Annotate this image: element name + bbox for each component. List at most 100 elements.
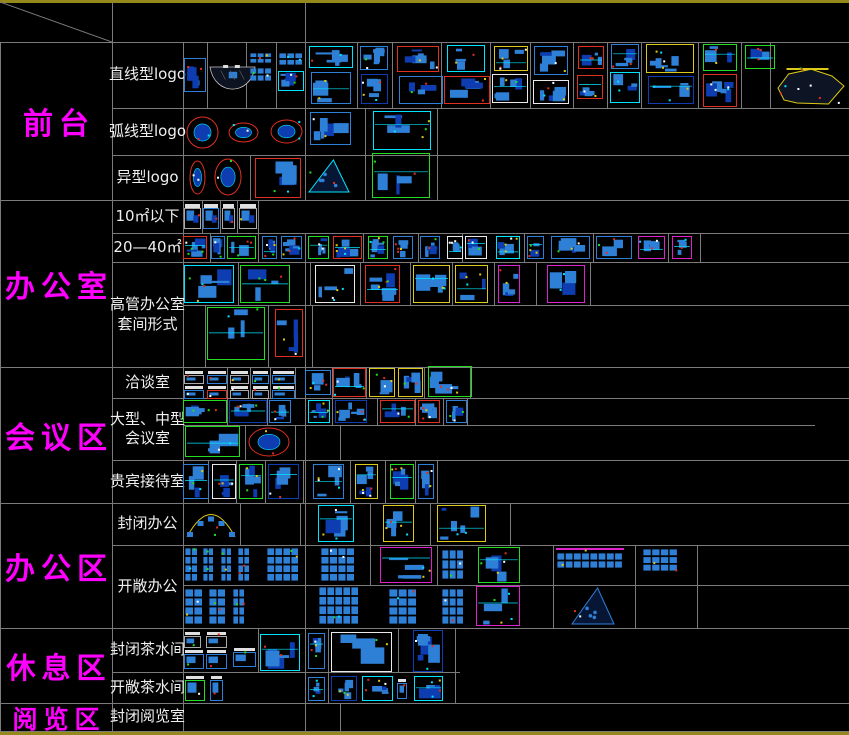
cad-thumbnail-plan[interactable] xyxy=(212,464,236,499)
cad-thumbnail-plan[interactable] xyxy=(308,236,329,259)
cad-thumbnail-plan[interactable] xyxy=(335,400,367,423)
cad-thumbnail-plan[interactable] xyxy=(331,676,357,701)
cad-thumbnail-plan[interactable] xyxy=(455,265,488,303)
cad-thumbnail-desk[interactable] xyxy=(232,588,246,626)
cad-thumbnail-plan[interactable] xyxy=(185,426,240,457)
cad-thumbnail-plan[interactable] xyxy=(372,153,430,198)
cad-thumbnail-desk[interactable] xyxy=(208,588,227,626)
cad-thumbnail-plan[interactable] xyxy=(183,464,209,499)
cad-thumbnail-mini[interactable] xyxy=(272,369,295,384)
cad-thumbnail-round[interactable] xyxy=(270,119,303,144)
cad-thumbnail-desk[interactable] xyxy=(184,588,204,626)
cad-thumbnail-mini[interactable] xyxy=(207,369,227,384)
cad-thumbnail-arc[interactable] xyxy=(184,505,238,542)
cad-thumbnail-round[interactable] xyxy=(186,116,219,149)
cad-thumbnail-plan[interactable] xyxy=(496,236,520,259)
cad-thumbnail-plan[interactable] xyxy=(369,368,395,397)
cad-thumbnail-plan[interactable] xyxy=(211,236,225,259)
cad-thumbnail-plan[interactable] xyxy=(183,400,227,423)
cad-thumbnail-tri[interactable] xyxy=(570,586,616,626)
cad-thumbnail-plan[interactable] xyxy=(418,400,440,423)
cad-thumbnail-plan[interactable] xyxy=(478,547,520,583)
cad-thumbnail-mini[interactable] xyxy=(207,384,227,399)
cad-thumbnail-plan[interactable] xyxy=(383,505,414,542)
cad-thumbnail-plan[interactable] xyxy=(437,505,486,542)
cad-thumbnail-plan[interactable] xyxy=(262,236,277,259)
cad-thumbnail-wide[interactable] xyxy=(776,66,846,106)
cad-thumbnail-plan[interactable] xyxy=(390,464,414,499)
cad-thumbnail-mini[interactable] xyxy=(210,676,223,701)
cad-thumbnail-plan[interactable] xyxy=(184,58,206,92)
cad-thumbnail-plan[interactable] xyxy=(399,76,443,104)
cad-thumbnail-plan[interactable] xyxy=(308,400,330,423)
cad-thumbnail-mini[interactable] xyxy=(272,384,295,399)
cad-thumbnail-plan[interactable] xyxy=(275,309,303,357)
cad-thumbnail-plan[interactable] xyxy=(398,368,423,397)
cad-thumbnail-minioffice[interactable] xyxy=(239,204,257,229)
cad-thumbnail-plan[interactable] xyxy=(534,46,568,75)
cad-thumbnail-plan[interactable] xyxy=(447,45,485,72)
cad-thumbnail-plan[interactable] xyxy=(577,75,603,99)
cad-thumbnail-plan[interactable] xyxy=(703,74,737,107)
cad-thumbnail-minioffice[interactable] xyxy=(222,204,235,229)
cad-thumbnail-plan[interactable] xyxy=(498,265,520,303)
cad-thumbnail-round[interactable] xyxy=(189,160,206,195)
cad-thumbnail-deskrow[interactable] xyxy=(556,548,624,570)
cad-thumbnail-plan[interactable] xyxy=(240,265,290,303)
cad-thumbnail-plan[interactable] xyxy=(420,236,440,259)
cad-thumbnail-plan[interactable] xyxy=(414,676,443,701)
cad-thumbnail-desk[interactable] xyxy=(642,548,679,573)
cad-thumbnail-plan[interactable] xyxy=(255,158,301,198)
cad-thumbnail-mini[interactable] xyxy=(184,632,201,648)
cad-thumbnail-mini[interactable] xyxy=(233,648,256,667)
cad-thumbnail-round[interactable] xyxy=(248,427,290,457)
cad-thumbnail-plan[interactable] xyxy=(494,46,528,71)
cad-thumbnail-plan[interactable] xyxy=(596,236,632,259)
cad-thumbnail-plan[interactable] xyxy=(362,676,393,701)
cad-thumbnail-desk[interactable] xyxy=(278,52,304,67)
cad-thumbnail-plan[interactable] xyxy=(305,370,331,395)
cad-thumbnail-plan[interactable] xyxy=(527,236,544,259)
cad-thumbnail-plan[interactable] xyxy=(373,111,431,150)
cad-thumbnail-mini[interactable] xyxy=(206,632,227,648)
cad-thumbnail-plan[interactable] xyxy=(380,400,415,423)
cad-thumbnail-round[interactable] xyxy=(214,158,242,196)
cad-thumbnail-desk[interactable] xyxy=(266,547,300,583)
cad-thumbnail-mini[interactable] xyxy=(252,369,269,384)
cad-thumbnail-desk[interactable] xyxy=(249,50,273,63)
cad-thumbnail-plan[interactable] xyxy=(311,72,351,104)
cad-thumbnail-plan[interactable] xyxy=(318,505,354,542)
cad-thumbnail-tri[interactable] xyxy=(307,158,351,194)
cad-thumbnail-plan[interactable] xyxy=(184,265,234,303)
cad-thumbnail-plan[interactable] xyxy=(355,464,378,499)
cad-thumbnail-plan[interactable] xyxy=(476,586,520,626)
cad-thumbnail-desk[interactable] xyxy=(441,588,465,626)
cad-thumbnail-mini[interactable] xyxy=(252,384,269,399)
cad-thumbnail-plan[interactable] xyxy=(313,464,344,499)
cad-thumbnail-desk[interactable] xyxy=(441,549,465,581)
cad-thumbnail-desk[interactable] xyxy=(202,547,215,583)
cad-thumbnail-plan[interactable] xyxy=(397,46,439,72)
cad-thumbnail-plan[interactable] xyxy=(239,464,263,499)
cad-thumbnail-minioffice[interactable] xyxy=(184,204,201,229)
cad-thumbnail-minioffice[interactable] xyxy=(203,204,219,229)
cad-thumbnail-plan[interactable] xyxy=(333,236,362,259)
cad-thumbnail-plan[interactable] xyxy=(229,400,267,423)
cad-thumbnail-plan[interactable] xyxy=(533,80,569,104)
cad-thumbnail-plan[interactable] xyxy=(638,236,665,259)
cad-thumbnail-plan[interactable] xyxy=(444,76,490,104)
cad-thumbnail-plan[interactable] xyxy=(183,236,207,259)
cad-thumbnail-plan[interactable] xyxy=(331,632,392,672)
cad-thumbnail-plan[interactable] xyxy=(672,236,692,259)
cad-thumbnail-plan[interactable] xyxy=(703,44,737,71)
cad-thumbnail-plan[interactable] xyxy=(551,236,590,259)
cad-thumbnail-plan[interactable] xyxy=(413,265,450,303)
cad-thumbnail-mini[interactable] xyxy=(230,369,249,384)
cad-thumbnail-plan[interactable] xyxy=(360,46,388,70)
cad-thumbnail-mini[interactable] xyxy=(185,676,205,701)
cad-thumbnail-desk[interactable] xyxy=(220,547,233,583)
cad-thumbnail-plan[interactable] xyxy=(308,677,325,701)
cad-thumbnail-plan[interactable] xyxy=(368,236,388,259)
cad-thumbnail-plan[interactable] xyxy=(418,464,434,499)
